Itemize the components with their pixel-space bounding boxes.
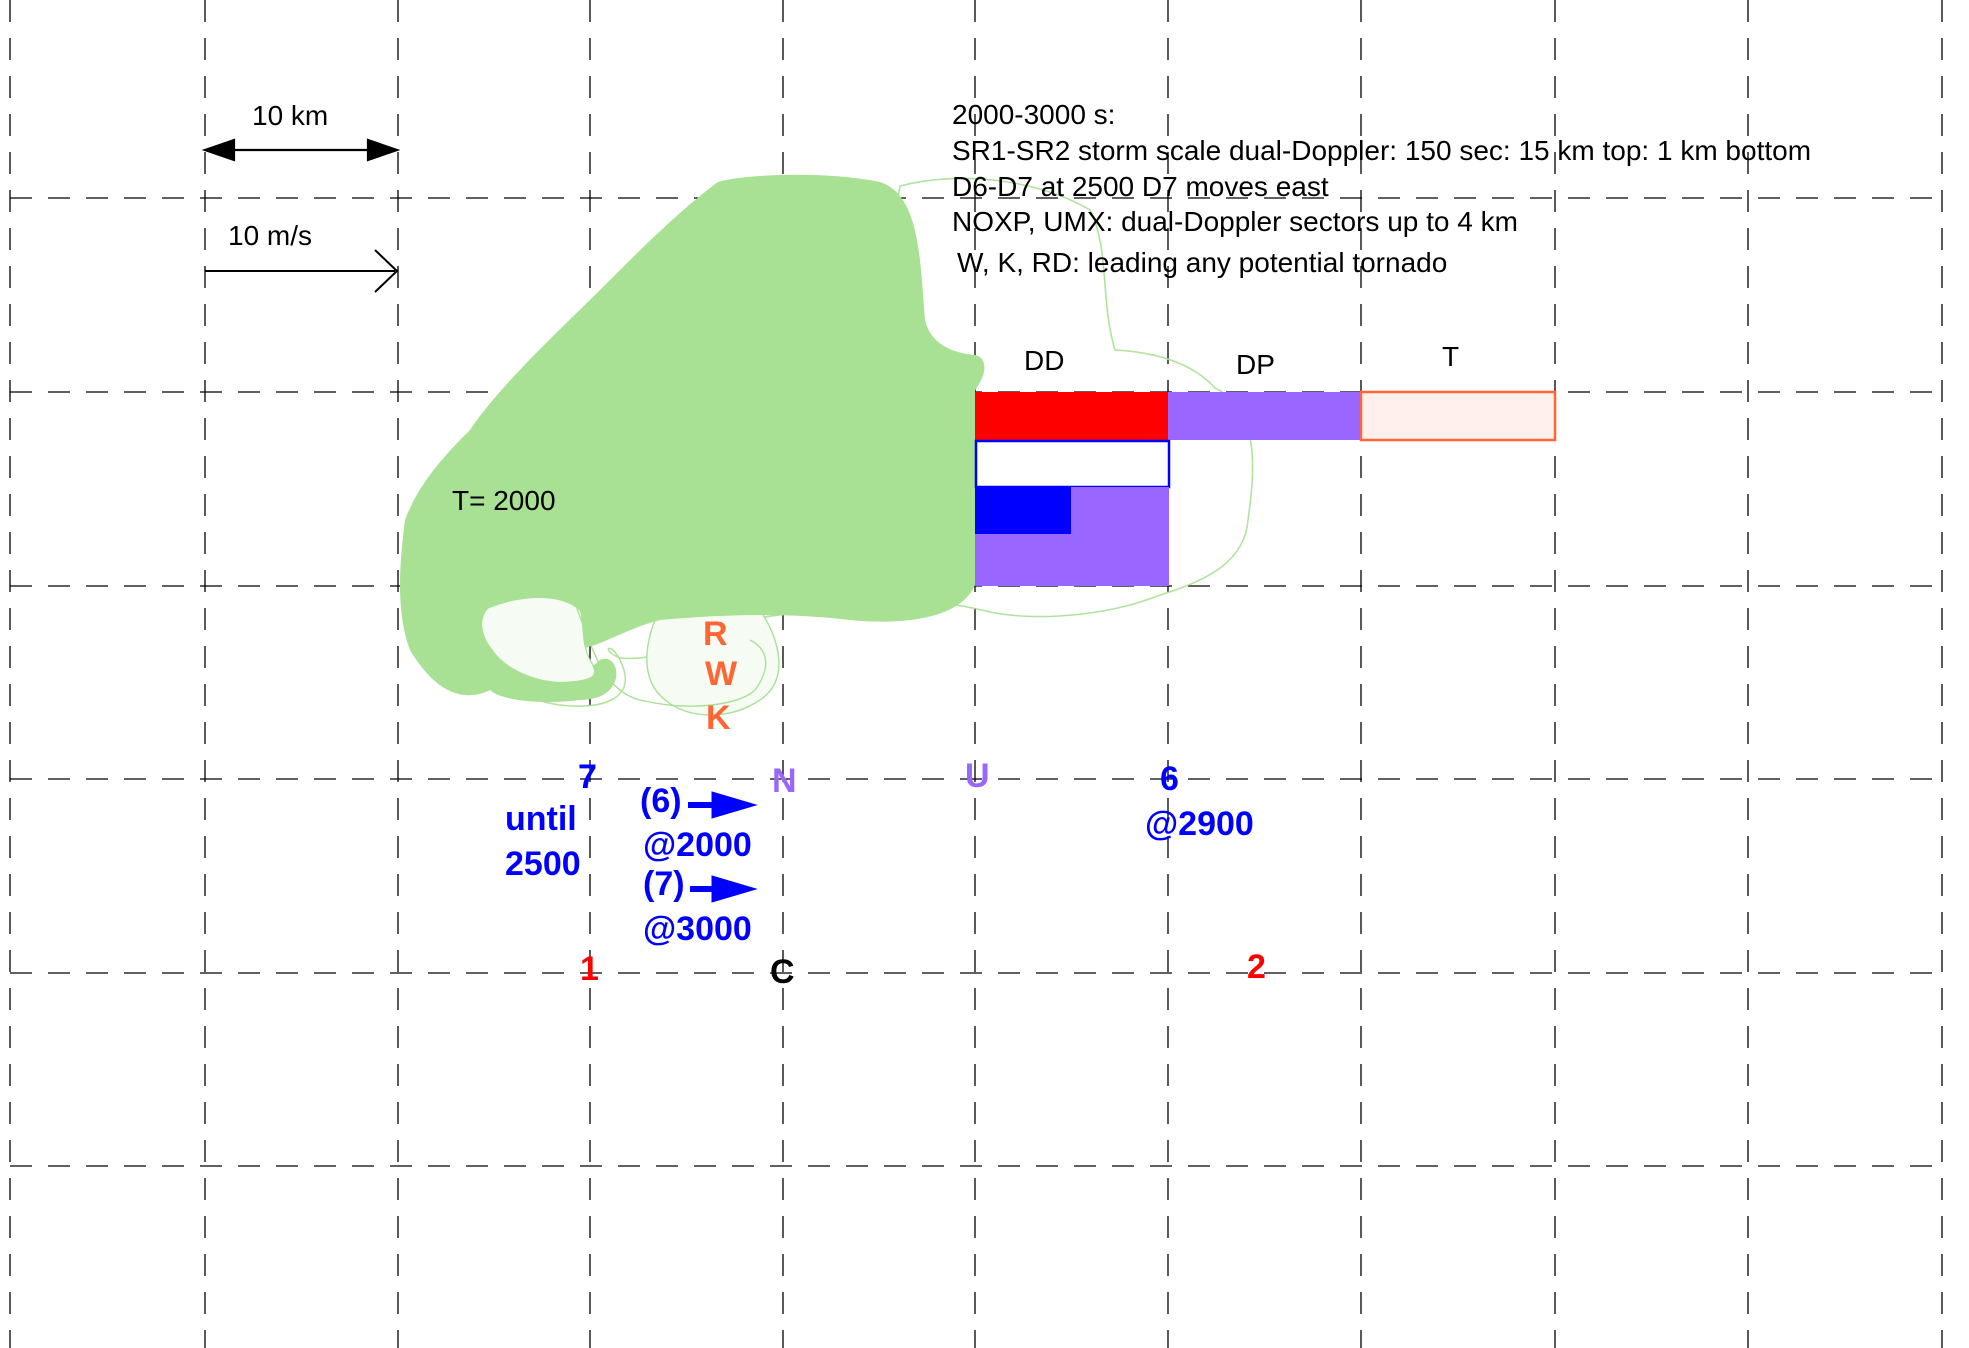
arrow-7-east — [690, 876, 756, 902]
marker-6: 6 — [1160, 760, 1179, 798]
velocity-scale-arrow — [205, 250, 397, 292]
notes-line-2: SR1-SR2 storm scale dual-Doppler: 150 se… — [952, 135, 1811, 166]
marker-r: R — [703, 615, 728, 653]
notes-line-3: D6-D7 at 2500 D7 moves east — [952, 171, 1329, 202]
marker-7-paren: (7) — [643, 865, 685, 903]
arrow-6-east — [688, 792, 756, 818]
white-outlined-box — [976, 441, 1169, 487]
marker-2: 2 — [1247, 948, 1266, 986]
dp-purple-box — [1168, 392, 1361, 440]
velocity-scale-label: 10 m/s — [228, 220, 312, 251]
marker-1: 1 — [580, 950, 599, 988]
t-box — [1361, 392, 1555, 440]
t-label: T — [1442, 341, 1459, 372]
marker-until-time: 2500 — [505, 845, 581, 883]
marker-k: K — [706, 699, 731, 737]
marker-until: until — [505, 800, 577, 838]
notes-line-5: W, K, RD: leading any potential tornado — [957, 247, 1447, 278]
distance-scale-label: 10 km — [252, 100, 328, 131]
storm-time-label: T= 2000 — [452, 485, 556, 516]
dashed-grid — [10, 0, 1942, 1348]
marker-7-time: @3000 — [643, 910, 752, 948]
distance-scale-arrow — [205, 140, 397, 160]
marker-n: N — [772, 762, 797, 800]
dp-label: DP — [1236, 349, 1275, 380]
marker-6-paren: (6) — [640, 782, 682, 820]
dd-red-box — [975, 392, 1168, 440]
blue-box — [975, 487, 1071, 534]
dd-label: DD — [1024, 345, 1064, 376]
notes-line-4: NOXP, UMX: dual-Doppler sectors up to 4 … — [952, 206, 1518, 237]
marker-6-time: @2000 — [643, 826, 752, 864]
marker-u: U — [965, 757, 990, 795]
marker-6-late-time: @2900 — [1145, 805, 1254, 843]
notes-line-1: 2000-3000 s: — [952, 99, 1115, 130]
marker-7: 7 — [578, 758, 597, 796]
marker-w: W — [705, 655, 738, 693]
marker-c: C — [770, 953, 795, 991]
